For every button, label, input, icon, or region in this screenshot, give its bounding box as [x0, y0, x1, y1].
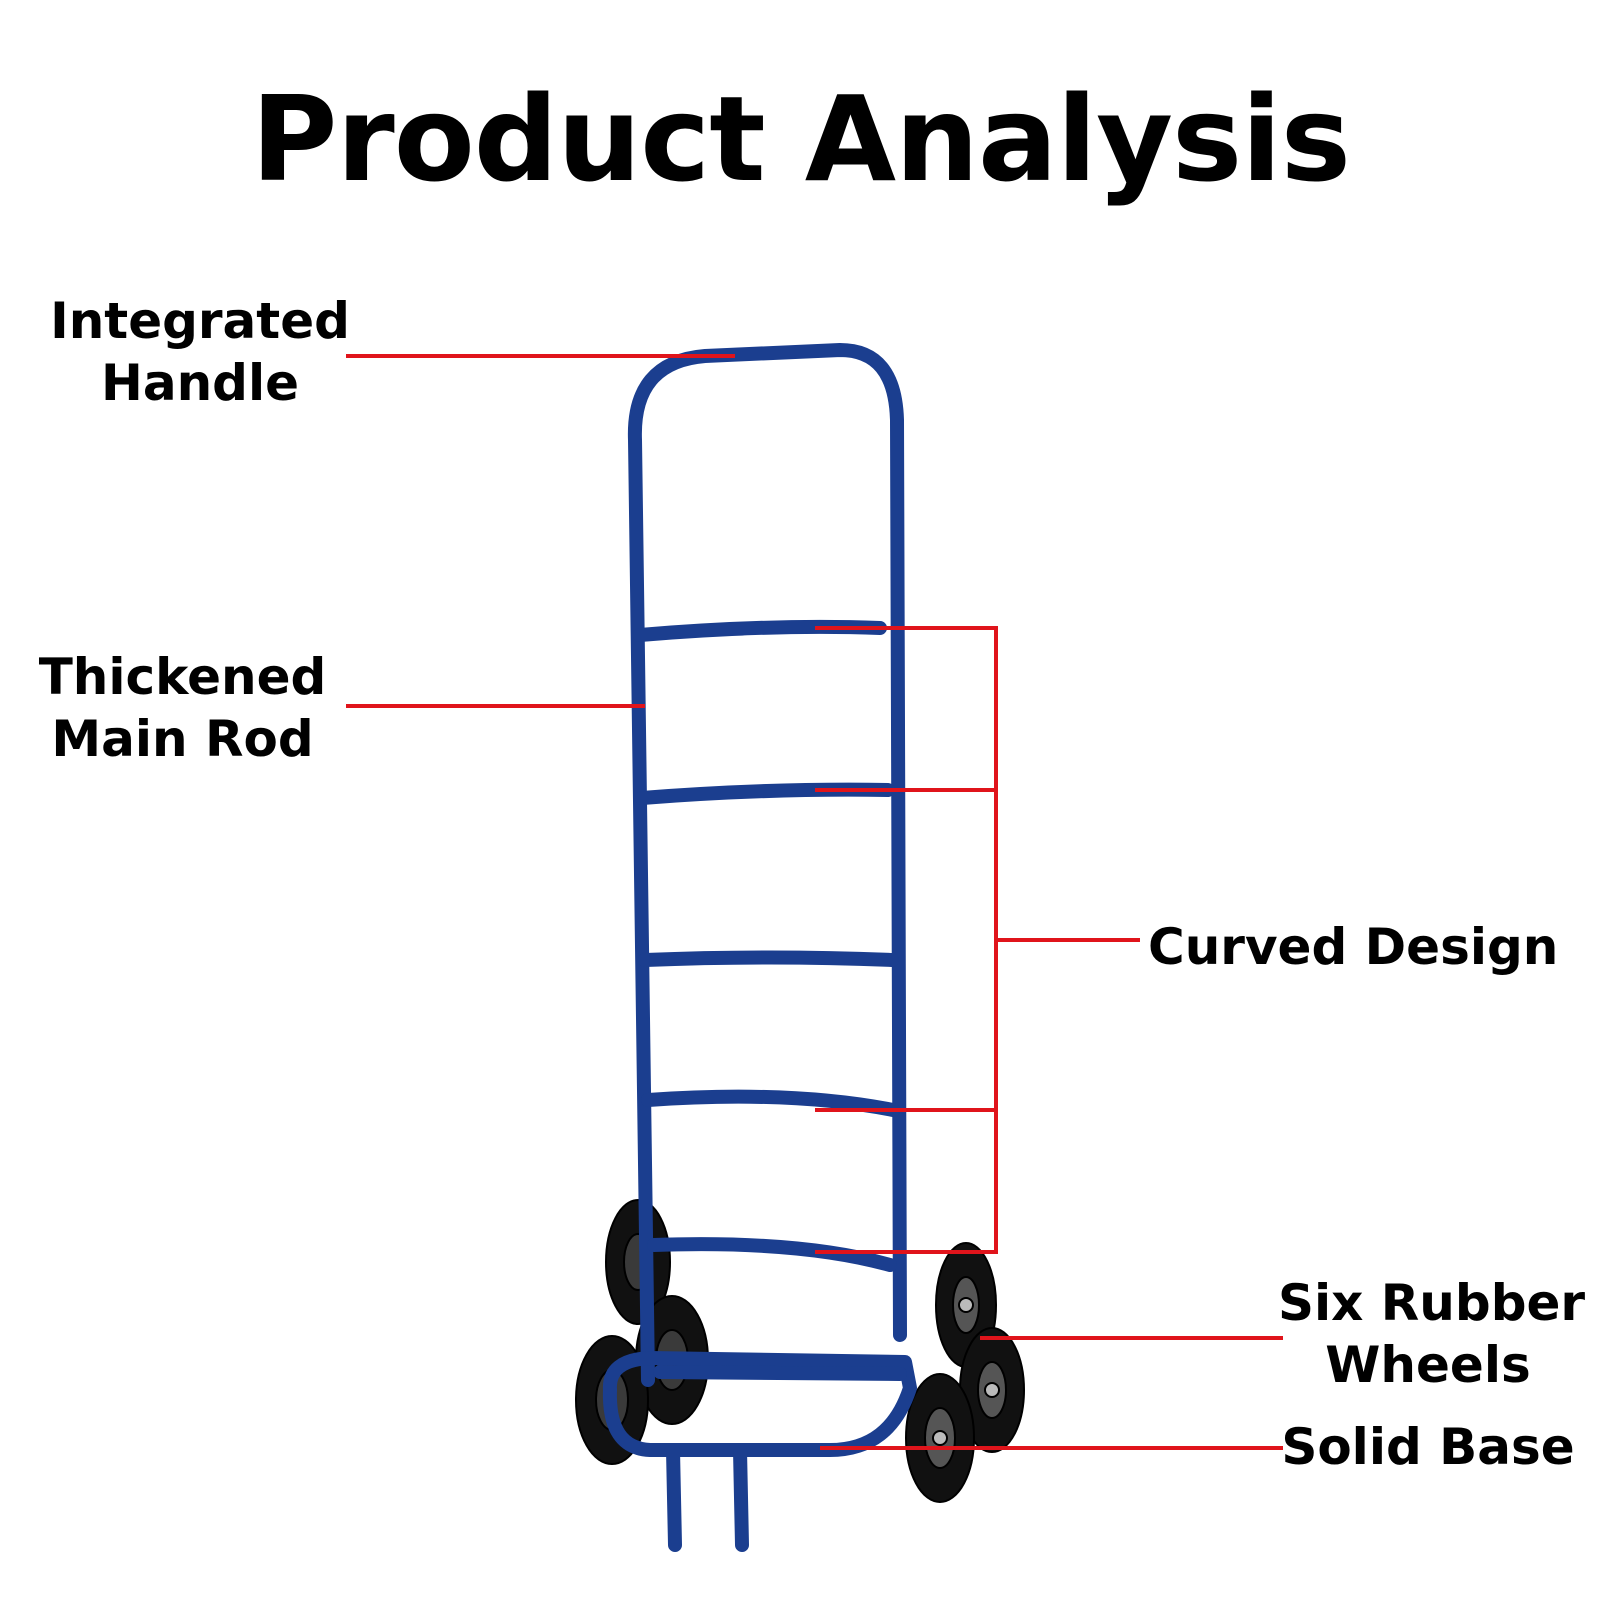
- label-integrated-handle: Integrated Handle: [50, 292, 350, 412]
- label-six-rubber-wheels: Six Rubber Wheels: [1278, 1274, 1586, 1394]
- base-plate: [602, 1351, 917, 1457]
- label-solid-base: Solid Base: [1281, 1418, 1575, 1476]
- leg-right: [733, 1443, 749, 1552]
- crossbar-3: [638, 950, 899, 967]
- leader-lines: [346, 354, 1283, 1450]
- leader-curved-bracket: [815, 626, 1140, 1254]
- page-title: Product Analysis: [251, 70, 1351, 208]
- base-inner-line: [653, 1365, 907, 1381]
- crossbar-5: [647, 1237, 897, 1272]
- label-curved-design: Curved Design: [1148, 918, 1559, 976]
- label-thickened-main-rod: Thickened Main Rod: [38, 648, 327, 768]
- leg-left: [666, 1443, 682, 1552]
- right-wheel-cluster: [905, 1242, 1025, 1503]
- handle-and-rails: [627, 343, 907, 1387]
- crossbar-4: [641, 1089, 900, 1117]
